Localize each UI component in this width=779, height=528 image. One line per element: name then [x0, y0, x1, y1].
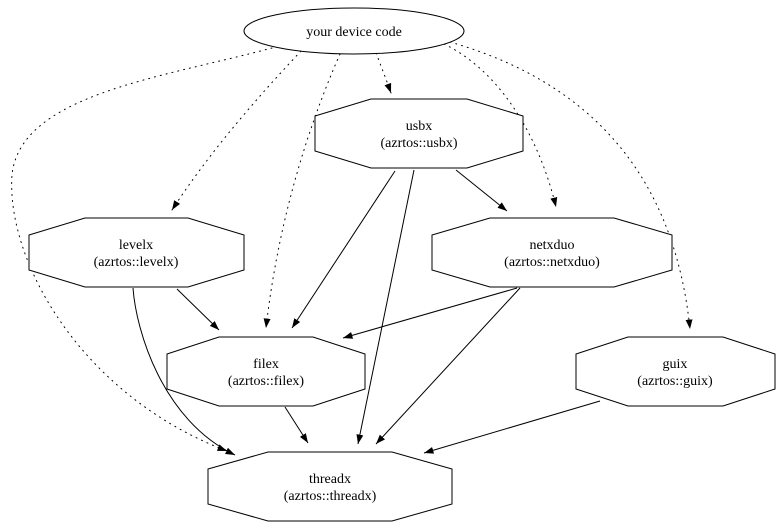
edge-usbx-threadx — [356, 169, 415, 445]
edge-device-threadx — [11, 47, 273, 452]
node-levelx-sublabel: (azrtos::levelx) — [94, 255, 179, 270]
node-guix-shape — [575, 336, 776, 407]
edge-usbx-netxduo — [455, 169, 508, 212]
edge-levelx-threadx — [132, 287, 236, 456]
node-levelx-label: levelx — [119, 238, 153, 253]
node-netxduo: netxduo (azrtos::netxduo) — [431, 217, 673, 288]
node-guix-sublabel: (azrtos::guix) — [637, 374, 713, 389]
node-netxduo-sublabel: (azrtos::netxduo) — [504, 255, 600, 270]
node-filex-shape — [166, 336, 366, 407]
edge-levelx-filex — [176, 288, 220, 331]
edge-netxduo-filex — [342, 287, 518, 339]
node-filex-sublabel: (azrtos::filex) — [228, 374, 305, 389]
node-device-label: your device code — [306, 25, 402, 40]
node-threadx-sublabel: (azrtos::threadx) — [284, 489, 377, 504]
edge-device-filex — [263, 53, 341, 329]
edge-device-usbx — [375, 52, 392, 94]
edge-netxduo-threadx — [375, 287, 521, 445]
node-guix-label: guix — [663, 357, 688, 372]
node-netxduo-shape — [431, 217, 673, 288]
node-filex: filex (azrtos::filex) — [166, 336, 366, 407]
node-usbx-label: usbx — [406, 119, 432, 134]
node-threadx-label: threadx — [309, 472, 351, 487]
edge-device-levelx — [171, 50, 302, 211]
node-device-shape — [243, 7, 465, 55]
node-levelx: levelx (azrtos::levelx) — [28, 217, 245, 288]
node-device: your device code — [243, 7, 465, 55]
edge-guix-threadx — [423, 400, 601, 454]
node-threadx: threadx (azrtos::threadx) — [207, 451, 453, 522]
node-netxduo-label: netxduo — [529, 238, 574, 253]
edge-filex-threadx — [284, 406, 309, 444]
edge-device-netxduo — [443, 43, 558, 208]
node-threadx-shape — [207, 451, 453, 522]
node-usbx-sublabel: (azrtos::usbx) — [381, 136, 458, 151]
node-guix: guix (azrtos::guix) — [575, 336, 776, 407]
edge-device-guix — [449, 41, 693, 330]
node-levelx-shape — [28, 217, 245, 288]
node-usbx-shape — [314, 98, 524, 169]
node-filex-label: filex — [253, 357, 279, 372]
edge-usbx-filex — [291, 170, 396, 329]
node-usbx: usbx (azrtos::usbx) — [314, 98, 524, 169]
